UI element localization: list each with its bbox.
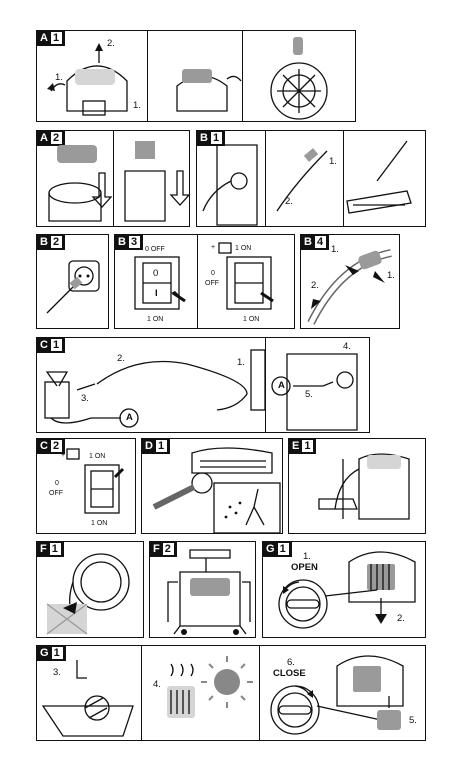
on-label: 1 ON [235,244,251,254]
filter-clean-illustration [37,646,426,741]
on-label: 1 ON [243,315,259,325]
step-2: 2. [397,614,405,624]
plus-label: + [211,243,215,253]
marker-a: A [278,381,285,391]
step-3: 3. [81,394,89,404]
step-1: 1. [55,73,63,83]
zero-label: 0 [211,269,215,279]
step-2: 2. [285,197,293,207]
marker-a: A [126,413,133,423]
blow-function-illustration [142,439,283,534]
wall-socket-illustration [37,235,109,329]
vacuum-front-illustration [150,542,256,638]
vacuum-head-illustration [37,31,356,122]
storage-illustration [289,439,426,534]
off-label: OFF [49,489,63,499]
switch-o-label: 0 [153,269,158,279]
off-label: OFF [205,279,219,289]
on-label: 1 ON [89,452,105,462]
switch-i-label: I [155,289,158,299]
step-5: 5. [305,390,313,400]
hose-connect-illustration [197,131,426,227]
step-1: 1. [133,101,141,111]
on-label: 1 ON [91,519,107,529]
step-4: 4. [343,342,351,352]
empty-container-illustration [37,542,144,638]
switch-illustration [37,439,136,534]
step-1: 1. [331,245,339,255]
zero-label: 0 [55,479,59,489]
step-2: 2. [107,39,115,49]
step-1: 1. [387,271,395,281]
step-2: 2. [311,281,319,291]
step-2: 2. [117,354,125,364]
on-label: 1 ON [147,315,163,325]
cable-connect-illustration [37,338,370,433]
container-illustration [37,131,190,227]
step-1: 1. [329,157,337,167]
step-1: 1. [237,358,245,368]
